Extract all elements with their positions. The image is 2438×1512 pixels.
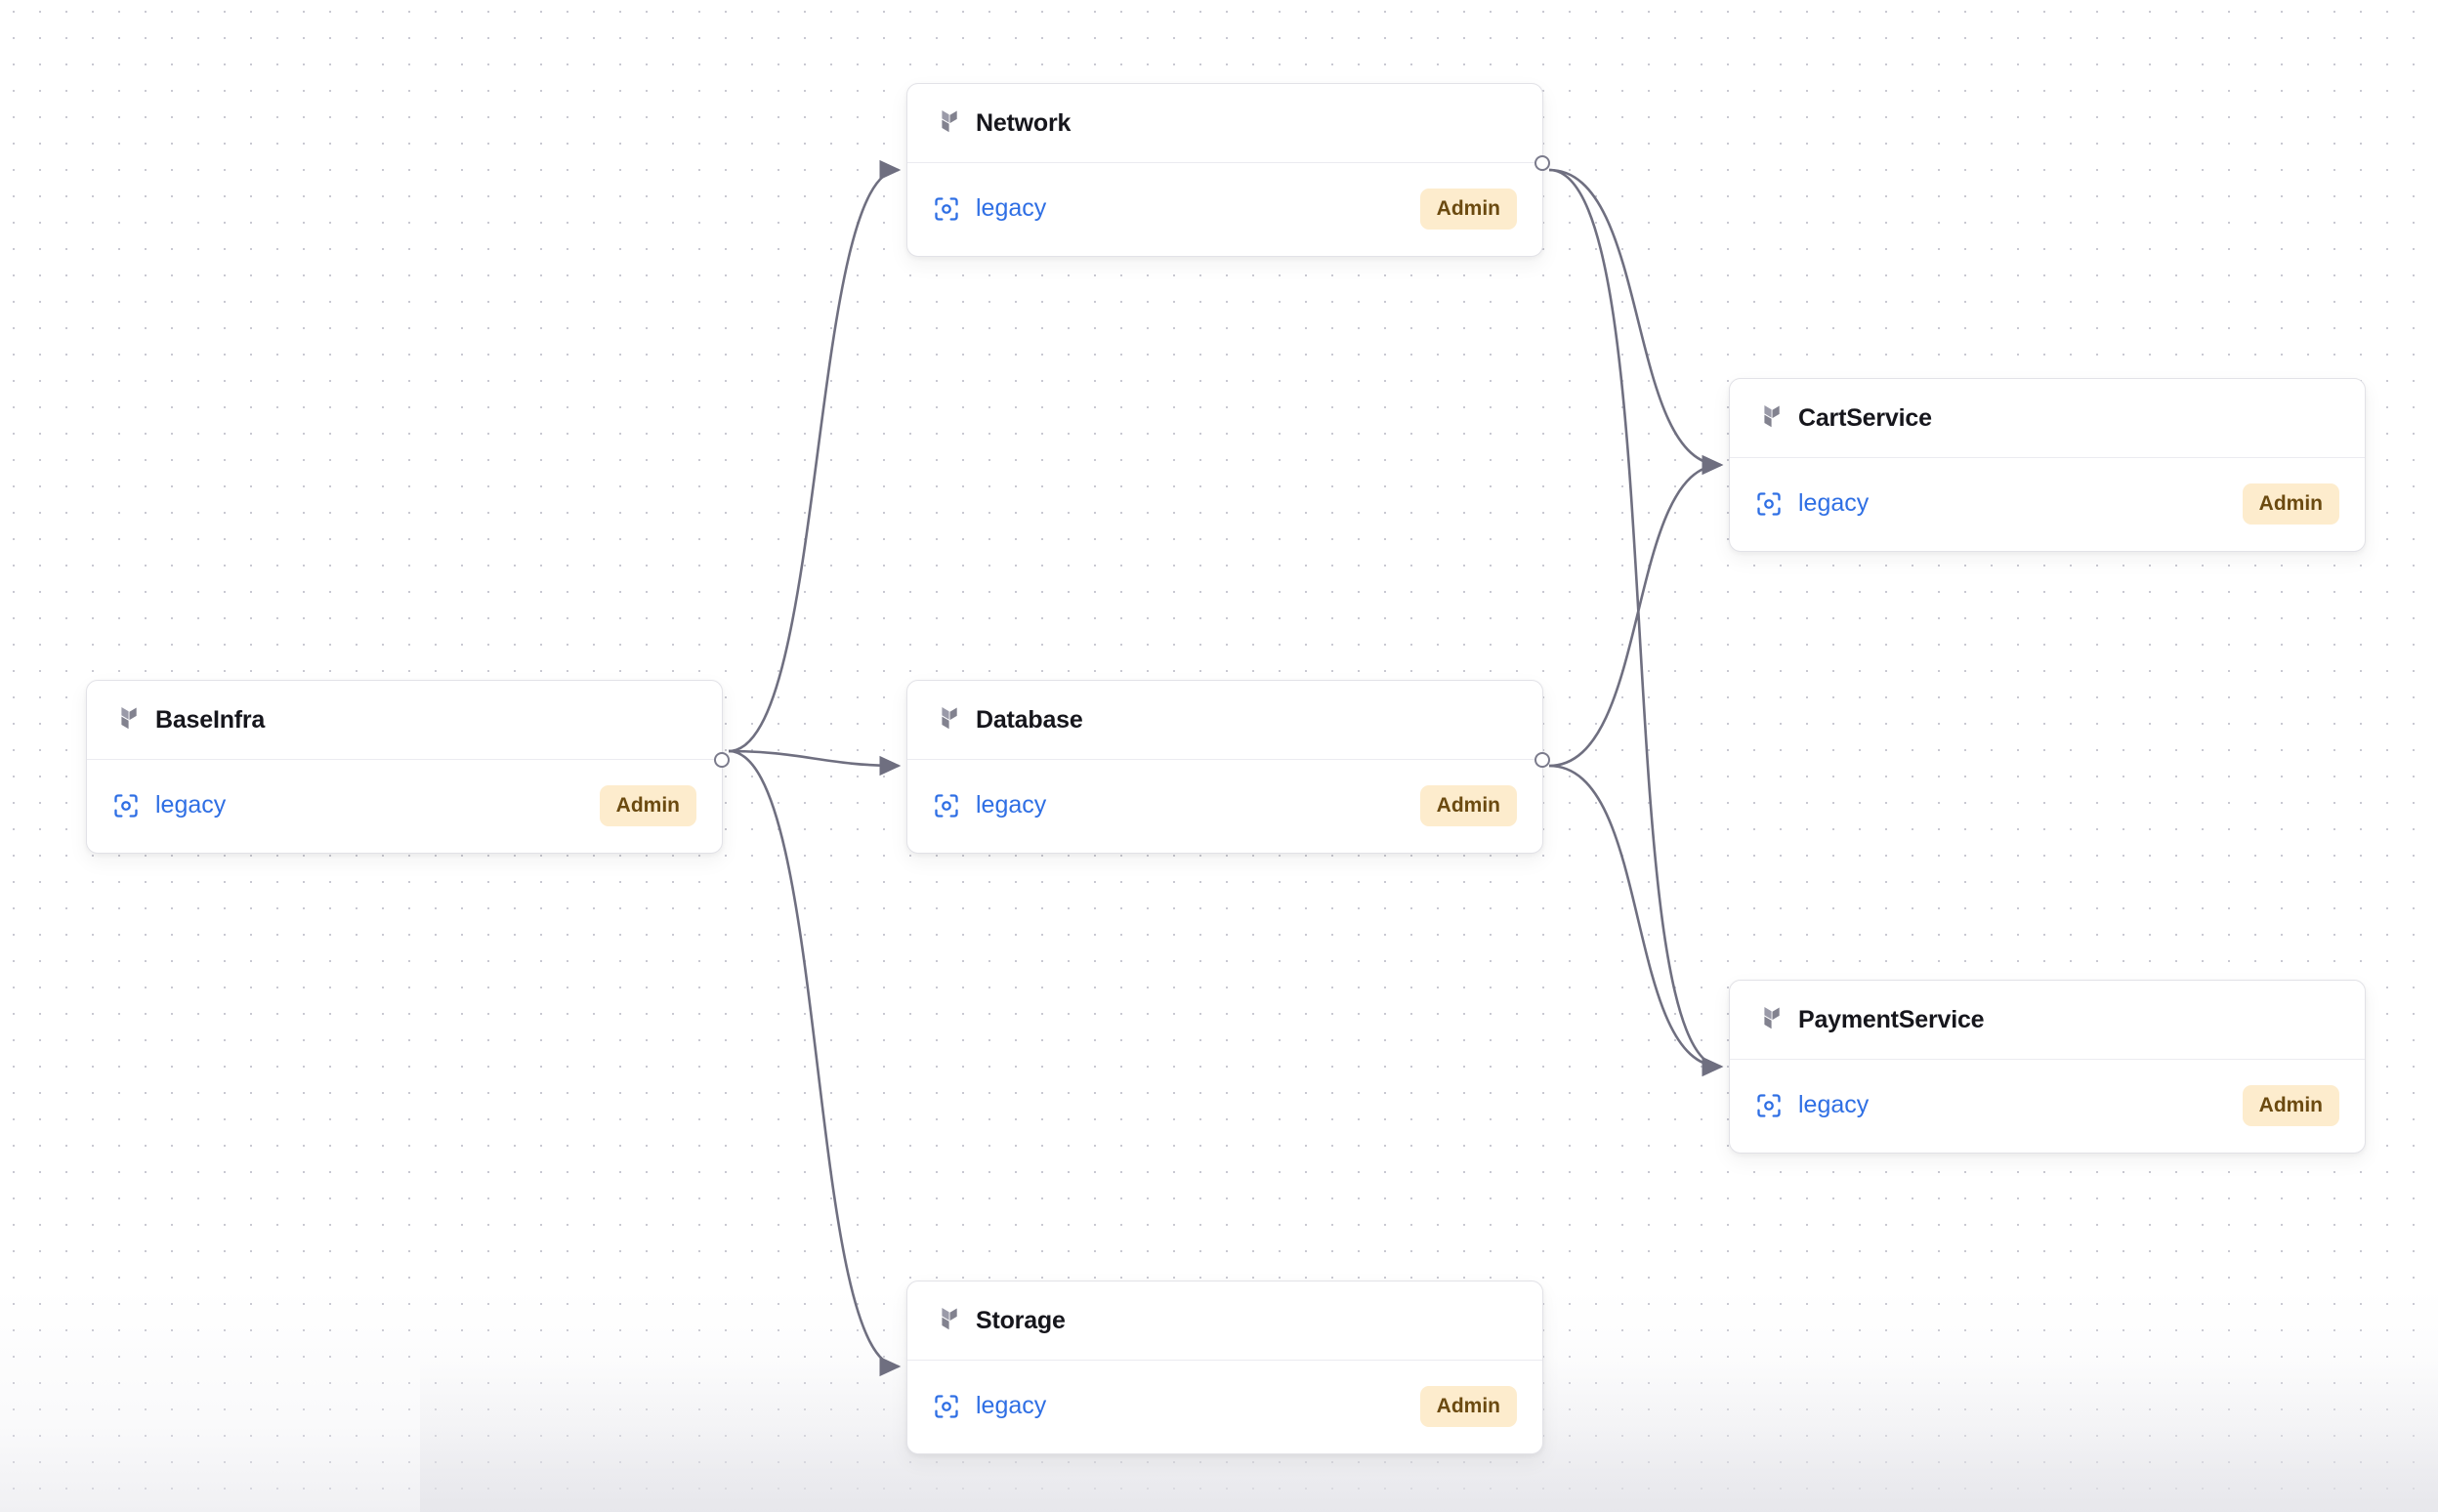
scan-focus-icon: [935, 1394, 958, 1418]
node-body: legacy Admin: [1730, 1060, 2365, 1151]
source-handle[interactable]: [1534, 752, 1550, 768]
edge-baseinfra-database: [728, 749, 902, 777]
node-header: Database: [907, 681, 1542, 760]
scan-focus-icon: [935, 196, 958, 221]
node-title: Database: [976, 705, 1083, 734]
graph-node-cartservice[interactable]: CartService legacy Admin: [1729, 378, 2366, 552]
role-badge: Admin: [599, 784, 696, 826]
workspace-link[interactable]: legacy: [933, 195, 1046, 223]
edge-baseinfra-storage: [728, 749, 902, 1377]
terraform-icon: [121, 707, 137, 730]
role-badge: Admin: [1419, 1385, 1517, 1427]
role-badge: Admin: [1419, 188, 1517, 230]
graph-node-database[interactable]: Database legacy Admin: [906, 680, 1550, 854]
terraform-icon: [942, 707, 957, 730]
edge-database-paymentservice: [1548, 764, 1724, 1077]
workspace-name: legacy: [1798, 489, 1870, 517]
graph-node-baseinfra[interactable]: BaseInfra legacy Admin: [86, 680, 730, 854]
role-badge: Admin: [2242, 1084, 2339, 1126]
node-body: legacy Admin: [1730, 458, 2365, 549]
node-title: Network: [976, 108, 1072, 137]
role-badge: Admin: [1419, 784, 1517, 826]
workspace-link[interactable]: legacy: [1755, 490, 1869, 518]
workspace-name: legacy: [976, 194, 1047, 222]
node-body: legacy Admin: [907, 163, 1542, 254]
scan-focus-icon: [1757, 1093, 1781, 1117]
workspace-name: legacy: [976, 1392, 1047, 1419]
node-header: PaymentService: [1730, 981, 2365, 1060]
node-title: CartService: [1798, 403, 1932, 432]
terraform-icon: [942, 110, 957, 133]
node-title: Storage: [976, 1306, 1066, 1334]
node-body: legacy Admin: [87, 760, 722, 851]
scan-focus-icon: [935, 793, 958, 818]
node-body: legacy Admin: [907, 760, 1542, 851]
workspace-link[interactable]: legacy: [933, 1393, 1046, 1420]
terraform-icon: [1764, 1007, 1780, 1029]
workspace-name: legacy: [1798, 1091, 1870, 1118]
workspace-name: legacy: [976, 791, 1047, 819]
graph-node-network[interactable]: Network legacy Admin: [906, 83, 1550, 257]
terraform-icon: [942, 1308, 957, 1330]
workspace-link[interactable]: legacy: [112, 792, 226, 819]
edge-network-paymentservice: [1548, 168, 1724, 1076]
node-title: PaymentService: [1798, 1005, 1985, 1033]
source-handle[interactable]: [714, 752, 730, 768]
node-header: Network: [907, 84, 1542, 163]
workspace-name: legacy: [155, 791, 227, 819]
node-header: Storage: [907, 1281, 1542, 1361]
edge-baseinfra-network: [728, 159, 902, 753]
graph-node-storage[interactable]: Storage legacy Admin: [906, 1281, 1543, 1454]
scan-focus-icon: [1757, 491, 1781, 516]
terraform-icon: [1764, 405, 1780, 428]
source-handle[interactable]: [1534, 155, 1550, 171]
scan-focus-icon: [114, 793, 138, 818]
edge-network-cartservice: [1548, 168, 1724, 476]
graph-node-paymentservice[interactable]: PaymentService legacy Admin: [1729, 980, 2366, 1154]
node-header: CartService: [1730, 379, 2365, 458]
node-title: BaseInfra: [155, 705, 266, 734]
workspace-link[interactable]: legacy: [1755, 1092, 1869, 1119]
workspace-link[interactable]: legacy: [933, 792, 1046, 819]
edge-database-cartservice: [1548, 454, 1724, 768]
node-body: legacy Admin: [907, 1361, 1542, 1451]
node-header: BaseInfra: [87, 681, 722, 760]
role-badge: Admin: [2242, 483, 2339, 525]
